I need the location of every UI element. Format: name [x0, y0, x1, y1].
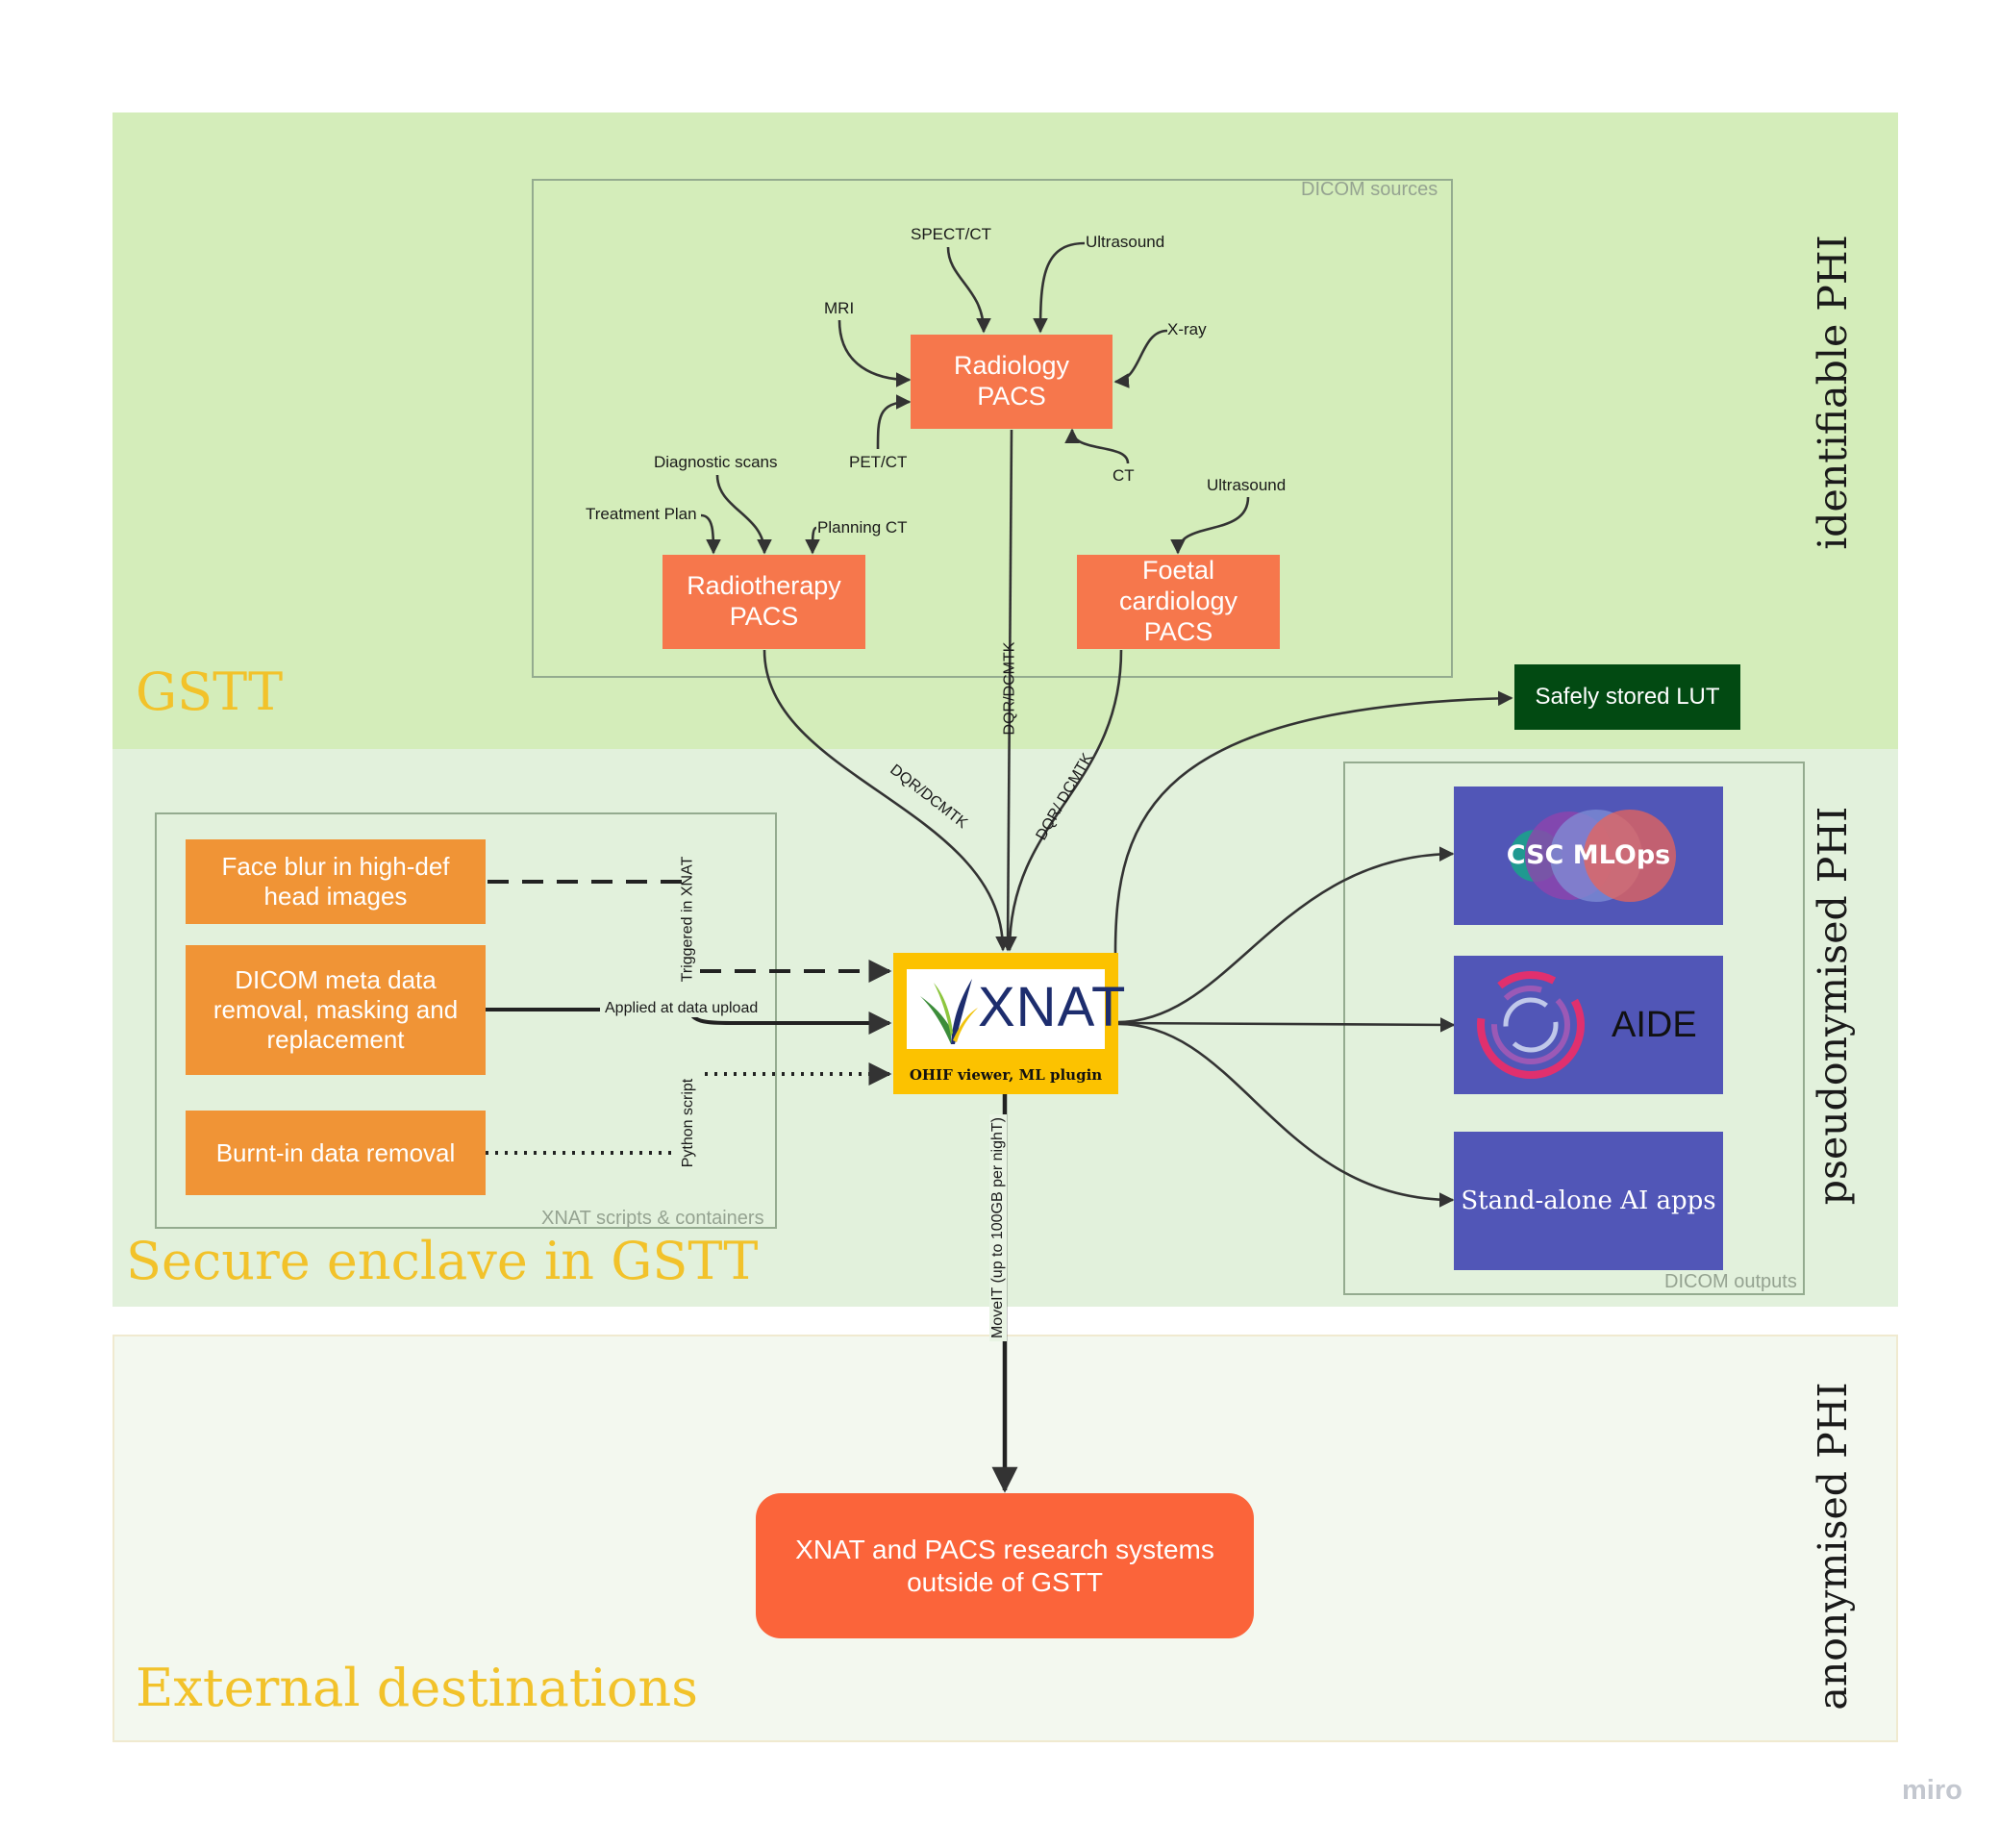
source-spect-ct: SPECT/CT: [911, 225, 992, 243]
source-mri: MRI: [824, 299, 855, 317]
edge-xnat-to-aide: [1117, 1017, 1456, 1033]
radiology-pacs-node[interactable]: Radiology PACS: [911, 335, 1112, 429]
zone-gstt: [112, 112, 1898, 749]
frame-dicom-outputs: [1343, 762, 1805, 1295]
xnat-logo-card: XNAT: [907, 969, 1125, 1049]
source-pet-ct: PET/CT: [849, 453, 908, 471]
frame-xnat-scripts: [155, 812, 777, 1229]
dicom-meta-removal-node[interactable]: DICOM meta data removal, masking and rep…: [186, 945, 486, 1075]
source-ultrasound-foetal: Ultrasound: [1207, 476, 1287, 494]
edge-ultrasound-to-foetal: [1170, 496, 1250, 555]
zone-title-enclave: Secure enclave in GSTT: [126, 1231, 759, 1291]
edge-radiotherapy-to-xnat: [762, 649, 1011, 952]
edge-spect-to-radiology: [946, 246, 991, 334]
safely-stored-lut-node[interactable]: Safely stored LUT: [1514, 664, 1740, 730]
frame-dicom-sources: [532, 179, 1453, 678]
edge-label-python: Python script: [680, 1078, 697, 1168]
edge-label-applied: Applied at data upload: [603, 1000, 761, 1017]
zone-title-gstt: GSTT: [136, 662, 284, 722]
edge-label-movelt: MoveIT (up to 100GB per nighT): [989, 1113, 1008, 1342]
burnt-in-removal-node[interactable]: Burnt-in data removal: [186, 1111, 486, 1195]
frame-label-dicom-sources: DICOM sources: [1301, 179, 1438, 200]
edge-radiology-to-xnat: [1000, 429, 1015, 952]
aide-node[interactable]: AIDE: [1454, 956, 1723, 1094]
csc-mlops-logo-icon: [1510, 810, 1676, 902]
edge-ultrasound-to-radiology: [1033, 241, 1086, 334]
external-research-systems-node[interactable]: XNAT and PACS research systems outside o…: [756, 1493, 1254, 1638]
edge-ct-to-radiology: [1064, 428, 1130, 464]
edge-mri-to-radiology: [838, 319, 912, 387]
edge-label-triggered: Triggered in XNAT: [679, 856, 696, 983]
edge-xnat-to-csc: [1117, 846, 1455, 1024]
xnat-caption: OHIF viewer, ML plugin: [909, 1066, 1103, 1084]
edge-planning-to-radiotherapy: [805, 526, 820, 555]
csc-mlops-label: CSC MLOps: [1506, 840, 1671, 871]
xnat-logo-icon: [920, 979, 978, 1044]
frame-label-dicom-outputs: DICOM outputs: [1664, 1271, 1797, 1292]
csc-mlops-node[interactable]: CSC MLOps: [1454, 787, 1723, 925]
edge-label-radiology-dqr: DQR/DCMTK: [1001, 641, 1018, 736]
face-blur-node[interactable]: Face blur in high-def head images: [186, 839, 486, 924]
xnat-node[interactable]: XNAT OHIF viewer, ML plugin: [893, 953, 1125, 1094]
source-ultrasound-radiology: Ultrasound: [1086, 233, 1165, 251]
source-diagnostic-scans: Diagnostic scans: [654, 453, 778, 471]
source-xray: X-ray: [1167, 320, 1207, 338]
edge-foetal-to-xnat: [1002, 649, 1123, 952]
xnat-logo-text: XNAT: [978, 976, 1127, 1038]
source-ct: CT: [1112, 466, 1135, 485]
source-treatment-plan: Treatment Plan: [586, 505, 697, 523]
edge-xnat-to-standalone: [1117, 1022, 1455, 1208]
radiotherapy-pacs-node[interactable]: Radiotherapy PACS: [662, 555, 865, 649]
source-planning-ct: Planning CT: [817, 518, 908, 537]
edge-diagnostic-to-radiotherapy: [715, 474, 772, 555]
aide-label: AIDE: [1612, 1005, 1697, 1045]
edge-petct-to-radiology: [876, 394, 912, 450]
aide-ring-icon: [1477, 971, 1585, 1079]
edge-xnat-to-lut: [1113, 690, 1513, 954]
edge-treatment-to-radiotherapy: [700, 513, 721, 555]
foetal-cardiology-pacs-node[interactable]: Foetal cardiology PACS: [1077, 555, 1280, 649]
miro-watermark: miro: [1902, 1775, 1962, 1806]
edge-xray-to-radiology: [1113, 329, 1168, 388]
standalone-ai-apps-node[interactable]: Stand-alone AI apps: [1454, 1132, 1723, 1270]
frame-label-xnat-scripts: XNAT scripts & containers: [541, 1208, 764, 1229]
zone-title-external: External destinations: [136, 1658, 698, 1718]
